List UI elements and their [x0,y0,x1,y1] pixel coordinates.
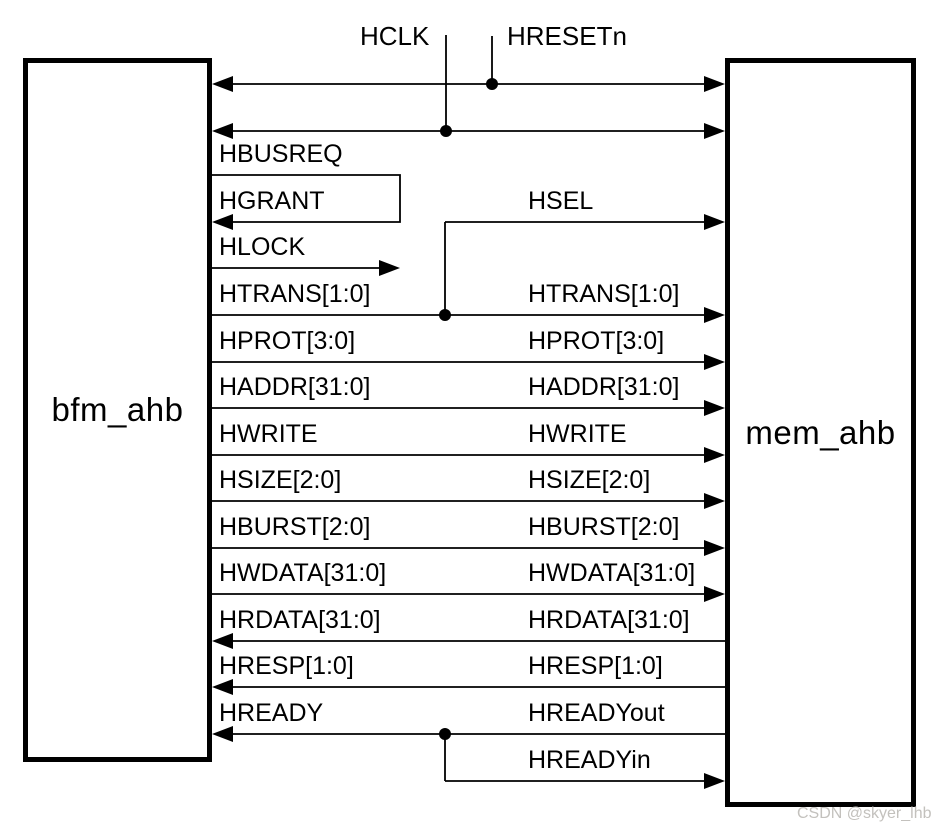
wire-hprot [212,354,725,370]
signal-label-hsel: HSEL [528,187,594,215]
signal-label-hburst-s: HBURST[2:0] [528,513,680,541]
signal-label-hwrite-s: HWRITE [528,420,627,448]
block-bfm-ahb: bfm_ahb [23,58,212,762]
wire-hsize [212,493,725,509]
watermark-text: CSDN @skyer_lhb [797,805,931,822]
signal-label-hrdata-s: HRDATA[31:0] [528,606,690,634]
wire-hclk [212,35,725,139]
signal-label-htrans-m: HTRANS[1:0] [219,280,371,308]
signal-label-hrdata-m: HRDATA[31:0] [219,606,381,634]
signal-label-hprot-s: HPROT[3:0] [528,327,665,355]
signal-label-hprot-m: HPROT[3:0] [219,327,356,355]
wire-hbusreq-hgrant-loop [212,174,401,230]
wire-hlock [212,260,400,276]
signal-label-hgrant: HGRANT [219,187,325,215]
signal-label-hsize-m: HSIZE[2:0] [219,466,342,494]
wire-haddr [212,400,725,416]
wire-hresetn [212,36,725,92]
wire-hready [212,726,725,742]
wire-hburst [212,540,725,556]
wire-hrdata [212,633,725,649]
junction-dot-hresetn [486,78,498,90]
signal-label-htrans-s: HTRANS[1:0] [528,280,680,308]
signal-label-hbusreq: HBUSREQ [219,140,343,168]
wire-hresp [212,679,725,695]
signal-label-hsize-s: HSIZE[2:0] [528,466,651,494]
signal-label-hresp-s: HRESP[1:0] [528,652,663,680]
signal-label-hreadyout: HREADYout [528,699,665,727]
signal-label-haddr-m: HADDR[31:0] [219,373,371,401]
signal-label-hlock: HLOCK [219,233,306,261]
wire-htrans [212,307,725,323]
wire-hwdata [212,586,725,602]
signal-label-hreadyin: HREADYin [528,746,651,774]
signal-label-hclk: HCLK [360,21,430,51]
signal-label-hready: HREADY [219,699,324,727]
signal-label-hburst-m: HBURST[2:0] [219,513,371,541]
wire-hwrite [212,447,725,463]
junction-dot-hclk [440,125,452,137]
wire-hreadyin [444,734,725,789]
signal-label-hresetn: HRESETn [507,21,627,51]
signal-label-hwdata-s: HWDATA[31:0] [528,559,696,587]
block-bfm-ahb-label: bfm_ahb [51,391,184,428]
block-mem-ahb: mem_ahb [725,58,916,807]
signal-label-haddr-s: HADDR[31:0] [528,373,680,401]
signal-label-hresp-m: HRESP[1:0] [219,652,354,680]
signal-label-hwrite-m: HWRITE [219,420,318,448]
block-mem-ahb-label: mem_ahb [745,413,896,451]
signal-label-hwdata-m: HWDATA[31:0] [219,559,387,587]
